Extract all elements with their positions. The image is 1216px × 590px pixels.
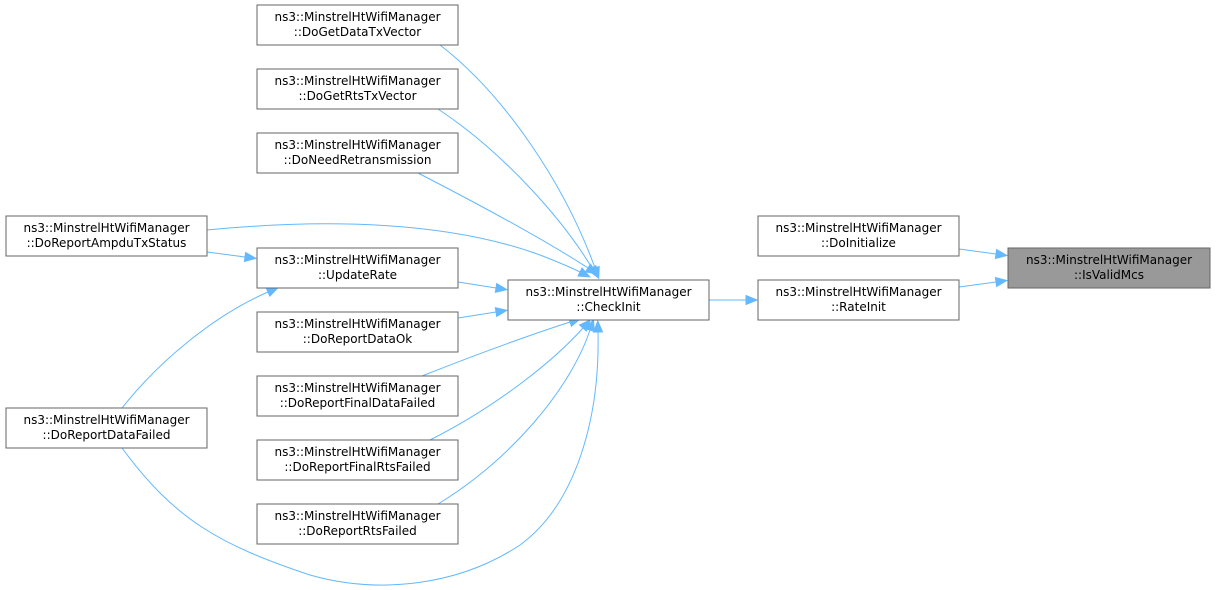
node-method-label: ::CheckInit [576,300,640,314]
node-doreportdatafailed[interactable]: ns3::MinstrelHtWifiManager::DoReportData… [5,407,208,449]
node-namespace-label: ns3::MinstrelHtWifiManager [23,221,189,235]
node-box [256,375,459,417]
node-method-label: ::DoReportAmpduTxStatus [27,236,187,250]
node-namespace-label: ns3::MinstrelHtWifiManager [525,285,691,299]
edge-doreportdataok-to-checkinit [457,306,509,319]
node-box [256,311,459,353]
edge-checkinit-to-rateinit [709,294,759,306]
node-doreportfinaldatafailed[interactable]: ns3::MinstrelHtWifiManager::DoReportFina… [256,375,459,417]
arrowhead-icon [577,267,591,278]
node-updaterate[interactable]: ns3::MinstrelHtWifiManager::UpdateRate [256,247,459,289]
edge-rateinit-to-isvalidmcs [958,276,1009,288]
node-box [256,68,459,110]
node-namespace-label: ns3::MinstrelHtWifiManager [274,138,440,152]
arrowhead-icon [592,319,604,333]
edge-line [958,248,997,255]
edge-dogetrtstxvector-to-checkinit [437,108,599,279]
edge-doreportdatafailed-to-checkinit [121,319,604,586]
edge-line [417,172,589,269]
edge-line [457,281,497,289]
edge-doreportdatafailed-to-updaterate [121,287,280,409]
node-method-label: ::DoReportFinalDataFailed [280,396,436,410]
node-dogetrtstxvector[interactable]: ns3::MinstrelHtWifiManager::DoGetRtsTxVe… [256,68,459,110]
arrowhead-icon [584,263,599,275]
node-method-label: ::DoReportRtsFailed [298,524,417,538]
node-method-label: ::DoReportDataOk [303,332,413,346]
node-namespace-label: ns3::MinstrelHtWifiManager [775,221,941,235]
node-doreportampdutxstatus[interactable]: ns3::MinstrelHtWifiManager::DoReportAmpd… [5,215,208,257]
nodes-layer: ns3::MinstrelHtWifiManager::IsValidMcsns… [5,4,1211,545]
node-box [1007,247,1211,289]
node-method-label: ::IsValidMcs [1074,268,1144,282]
node-dogetdatatxvector[interactable]: ns3::MinstrelHtWifiManager::DoGetDataTxV… [256,4,459,46]
arrowhead-icon [745,294,759,306]
arrowhead-icon [243,251,258,263]
edge-doreportampdutxstatus-to-checkinit [206,223,591,278]
node-checkinit[interactable]: ns3::MinstrelHtWifiManager::CheckInit [507,279,710,321]
node-box [5,407,208,449]
edge-line [121,291,269,409]
node-namespace-label: ns3::MinstrelHtWifiManager [274,253,440,267]
edge-line [421,321,571,377]
node-doneedretransmission[interactable]: ns3::MinstrelHtWifiManager::DoNeedRetran… [256,132,459,174]
arrowhead-icon [494,282,509,294]
arrowhead-icon [494,306,509,318]
edge-doinitialize-to-isvalidmcs [958,248,1009,260]
node-method-label: ::DoGetDataTxVector [294,25,421,39]
node-namespace-label: ns3::MinstrelHtWifiManager [274,445,440,459]
edge-doreportrtsfailed-to-checkinit [437,318,595,505]
edge-updaterate-to-checkinit [457,281,509,294]
node-box [507,279,710,321]
node-method-label: ::DoReportDataFailed [43,428,171,442]
node-namespace-label: ns3::MinstrelHtWifiManager [1026,253,1192,267]
node-method-label: ::RateInit [831,300,886,314]
node-box [256,503,459,545]
node-namespace-label: ns3::MinstrelHtWifiManager [775,285,941,299]
node-method-label: ::DoReportFinalRtsFailed [284,460,430,474]
node-box [757,215,960,257]
edge-line [429,327,584,441]
edge-line [457,311,497,319]
node-box [256,247,459,289]
edge-line [958,281,997,288]
node-namespace-label: ns3::MinstrelHtWifiManager [274,10,440,24]
edge-doneedretransmission-to-checkinit [417,172,599,275]
node-method-label: ::UpdateRate [318,268,397,282]
node-namespace-label: ns3::MinstrelHtWifiManager [274,317,440,331]
edge-doreportampdutxstatus-to-updaterate [206,251,258,263]
node-box [256,439,459,481]
edge-line [437,329,591,505]
node-doreportfinalrtsfailed[interactable]: ns3::MinstrelHtWifiManager::DoReportFina… [256,439,459,481]
node-rateinit[interactable]: ns3::MinstrelHtWifiManager::RateInit [757,279,960,321]
node-box [5,215,208,257]
node-namespace-label: ns3::MinstrelHtWifiManager [274,381,440,395]
edge-line [121,331,599,586]
node-method-label: ::DoNeedRetransmission [284,153,432,167]
node-namespace-label: ns3::MinstrelHtWifiManager [23,413,189,427]
node-doreportrtsfailed[interactable]: ns3::MinstrelHtWifiManager::DoReportRtsF… [256,503,459,545]
edges-layer [121,44,1009,586]
edge-line [437,108,593,269]
node-method-label: ::DoInitialize [821,236,896,250]
node-method-label: ::DoGetRtsTxVector [298,89,416,103]
node-box [256,132,459,174]
edge-line [439,44,596,269]
node-namespace-label: ns3::MinstrelHtWifiManager [274,509,440,523]
node-namespace-label: ns3::MinstrelHtWifiManager [274,74,440,88]
node-doinitialize[interactable]: ns3::MinstrelHtWifiManager::DoInitialize [757,215,960,257]
arrowhead-icon [994,248,1009,260]
arrowhead-icon [265,287,280,297]
arrowhead-icon [584,318,595,333]
node-box [757,279,960,321]
node-box [256,4,459,46]
arrowhead-icon [994,276,1009,288]
node-doreportdataok[interactable]: ns3::MinstrelHtWifiManager::DoReportData… [256,311,459,353]
edge-line [206,251,246,258]
node-isvalidmcs: ns3::MinstrelHtWifiManager::IsValidMcs [1007,247,1211,289]
edge-line [206,223,581,273]
